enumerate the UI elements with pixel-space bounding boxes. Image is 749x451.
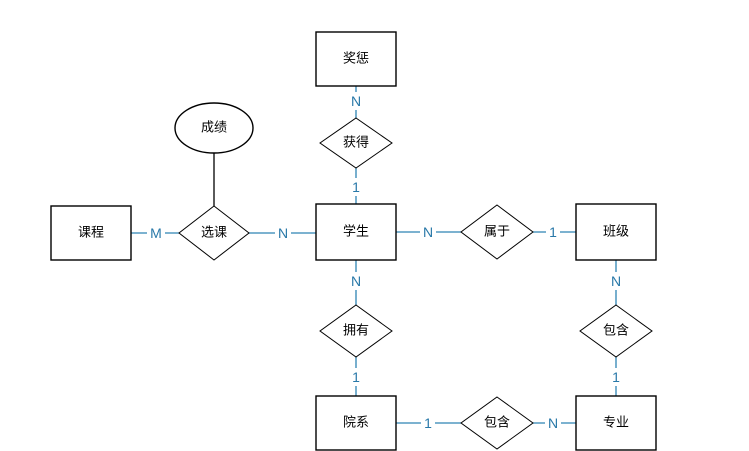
attribute-chengji: 成绩 <box>174 102 254 154</box>
cardinality-baohan-zhuanye-bottom: N <box>548 415 558 431</box>
entity-kecheng: 课程 <box>50 205 132 261</box>
entity-yuanxi-label: 院系 <box>343 416 369 431</box>
cardinality-xuesheng-shuyu: N <box>423 224 433 240</box>
entity-banji: 班级 <box>575 203 657 261</box>
relationship-baohan-right: 包含 <box>579 304 653 358</box>
entity-xuesheng: 学生 <box>315 203 397 261</box>
cardinality-xuesheng-yongyou: N <box>351 273 361 289</box>
relationship-baohan-bottom-label: 包含 <box>484 415 510 431</box>
cardinality-kecheng-xuanke: M <box>150 225 162 241</box>
relationship-shuyu: 属于 <box>460 204 534 260</box>
cardinality-banji-baohan: N <box>611 273 621 289</box>
cardinality-jiangcheng-huode: N <box>351 93 361 109</box>
entity-jiangcheng-label: 奖惩 <box>343 52 369 67</box>
relationship-baohan-right-label: 包含 <box>603 323 629 339</box>
entity-zhuanye-label: 专业 <box>603 416 629 431</box>
relationship-huode: 获得 <box>319 117 393 169</box>
cardinality-labels: N 1 M N N 1 N 1 N 1 1 N <box>147 92 624 432</box>
entity-kecheng-label: 课程 <box>78 226 104 241</box>
attribute-chengji-label: 成绩 <box>201 121 227 136</box>
cardinality-yuanxi-baohan: 1 <box>424 415 432 431</box>
entity-xuesheng-label: 学生 <box>343 224 369 240</box>
entity-zhuanye: 专业 <box>575 395 657 451</box>
relationship-xuanke: 选课 <box>178 205 250 261</box>
entity-jiangcheng: 奖惩 <box>315 31 397 87</box>
cardinality-xuanke-xuesheng: N <box>278 225 288 241</box>
entity-yuanxi: 院系 <box>315 395 397 451</box>
relationship-yongyou-label: 拥有 <box>343 324 369 339</box>
relationship-baohan-bottom: 包含 <box>460 396 534 450</box>
cardinality-yongyou-yuanxi: 1 <box>352 369 360 385</box>
relationship-yongyou: 拥有 <box>319 304 393 358</box>
relationship-huode-label: 获得 <box>343 135 369 151</box>
relationship-xuanke-label: 选课 <box>201 226 227 241</box>
cardinality-baohan-zhuanye: 1 <box>612 369 620 385</box>
cardinality-huode-xuesheng: 1 <box>352 179 360 195</box>
cardinality-shuyu-banji: 1 <box>549 224 557 240</box>
entity-banji-label: 班级 <box>603 225 629 240</box>
relationship-shuyu-label: 属于 <box>484 225 510 240</box>
